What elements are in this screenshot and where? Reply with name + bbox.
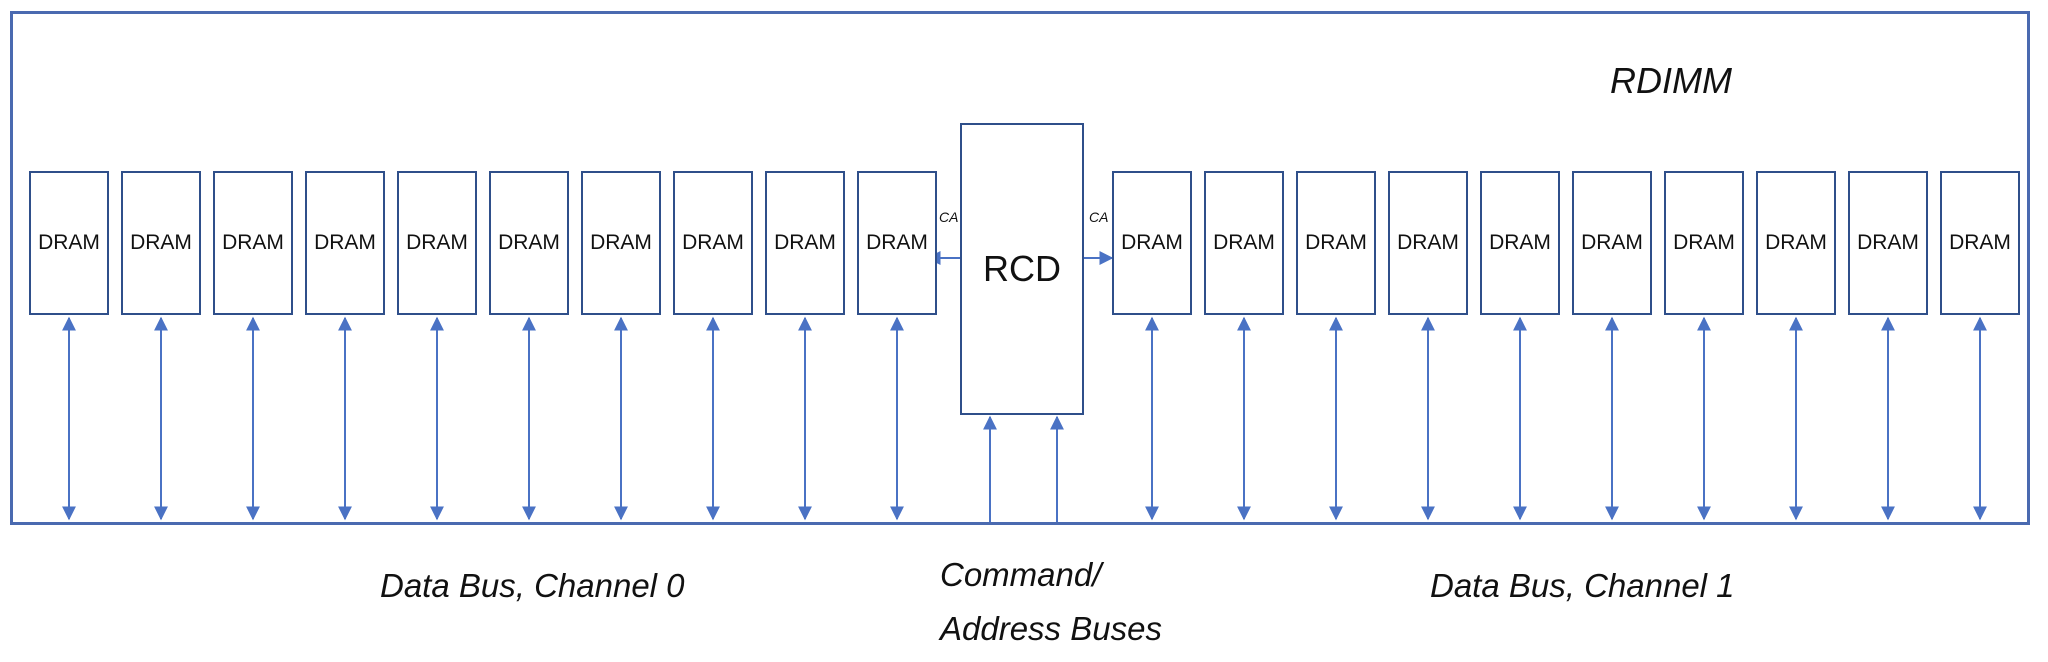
dram-chip-ch0-3: DRAM — [213, 171, 293, 315]
dram-label: DRAM — [590, 231, 652, 254]
rcd-chip: RCD — [960, 123, 1084, 415]
ca-label-right: CA — [1089, 209, 1109, 225]
command-bus-label-line2: Address Buses — [940, 610, 1162, 647]
dram-chip-ch0-7: DRAM — [581, 171, 661, 315]
dram-chip-ch1-10: DRAM — [1940, 171, 2020, 315]
dram-chip-ch0-2: DRAM — [121, 171, 201, 315]
ca-label-left: CA — [939, 209, 959, 225]
dram-label: DRAM — [406, 231, 468, 254]
command-bus-label-line1: Command/ — [940, 556, 1102, 593]
dram-chip-ch1-4: DRAM — [1388, 171, 1468, 315]
dram-chip-ch1-6: DRAM — [1572, 171, 1652, 315]
dram-label: DRAM — [1765, 231, 1827, 254]
data-bus-channel-1-label: Data Bus, Channel 1 — [1430, 567, 1735, 604]
dram-chip-ch0-5: DRAM — [397, 171, 477, 315]
dram-chip-ch1-2: DRAM — [1204, 171, 1284, 315]
dram-label: DRAM — [1949, 231, 2011, 254]
dram-chip-ch0-9: DRAM — [765, 171, 845, 315]
dram-chip-ch0-6: DRAM — [489, 171, 569, 315]
dram-chip-ch0-10: DRAM — [857, 171, 937, 315]
dram-label: DRAM — [866, 231, 928, 254]
dram-chip-ch1-3: DRAM — [1296, 171, 1376, 315]
dram-label: DRAM — [1397, 231, 1459, 254]
dram-chip-ch1-9: DRAM — [1848, 171, 1928, 315]
dram-label: DRAM — [1121, 231, 1183, 254]
dram-label: DRAM — [1581, 231, 1643, 254]
module-title: RDIMM — [1610, 60, 1732, 101]
dram-label: DRAM — [774, 231, 836, 254]
dram-chip-ch1-1: DRAM — [1112, 171, 1192, 315]
dram-label: DRAM — [1489, 231, 1551, 254]
rcd-label: RCD — [983, 248, 1061, 289]
dram-chip-ch1-7: DRAM — [1664, 171, 1744, 315]
dram-label: DRAM — [498, 231, 560, 254]
dram-label: DRAM — [1305, 231, 1367, 254]
data-bus-channel-0-label: Data Bus, Channel 0 — [380, 567, 685, 604]
dram-chip-ch0-8: DRAM — [673, 171, 753, 315]
dram-chip-ch1-8: DRAM — [1756, 171, 1836, 315]
dram-label: DRAM — [1857, 231, 1919, 254]
dram-label: DRAM — [1213, 231, 1275, 254]
dram-label: DRAM — [38, 231, 100, 254]
dram-chip-ch0-1: DRAM — [29, 171, 109, 315]
dram-label: DRAM — [1673, 231, 1735, 254]
dram-chip-ch1-5: DRAM — [1480, 171, 1560, 315]
dram-label: DRAM — [222, 231, 284, 254]
module-outline — [10, 11, 2030, 525]
dram-label: DRAM — [130, 231, 192, 254]
dram-chip-ch0-4: DRAM — [305, 171, 385, 315]
dram-label: DRAM — [682, 231, 744, 254]
dram-label: DRAM — [314, 231, 376, 254]
